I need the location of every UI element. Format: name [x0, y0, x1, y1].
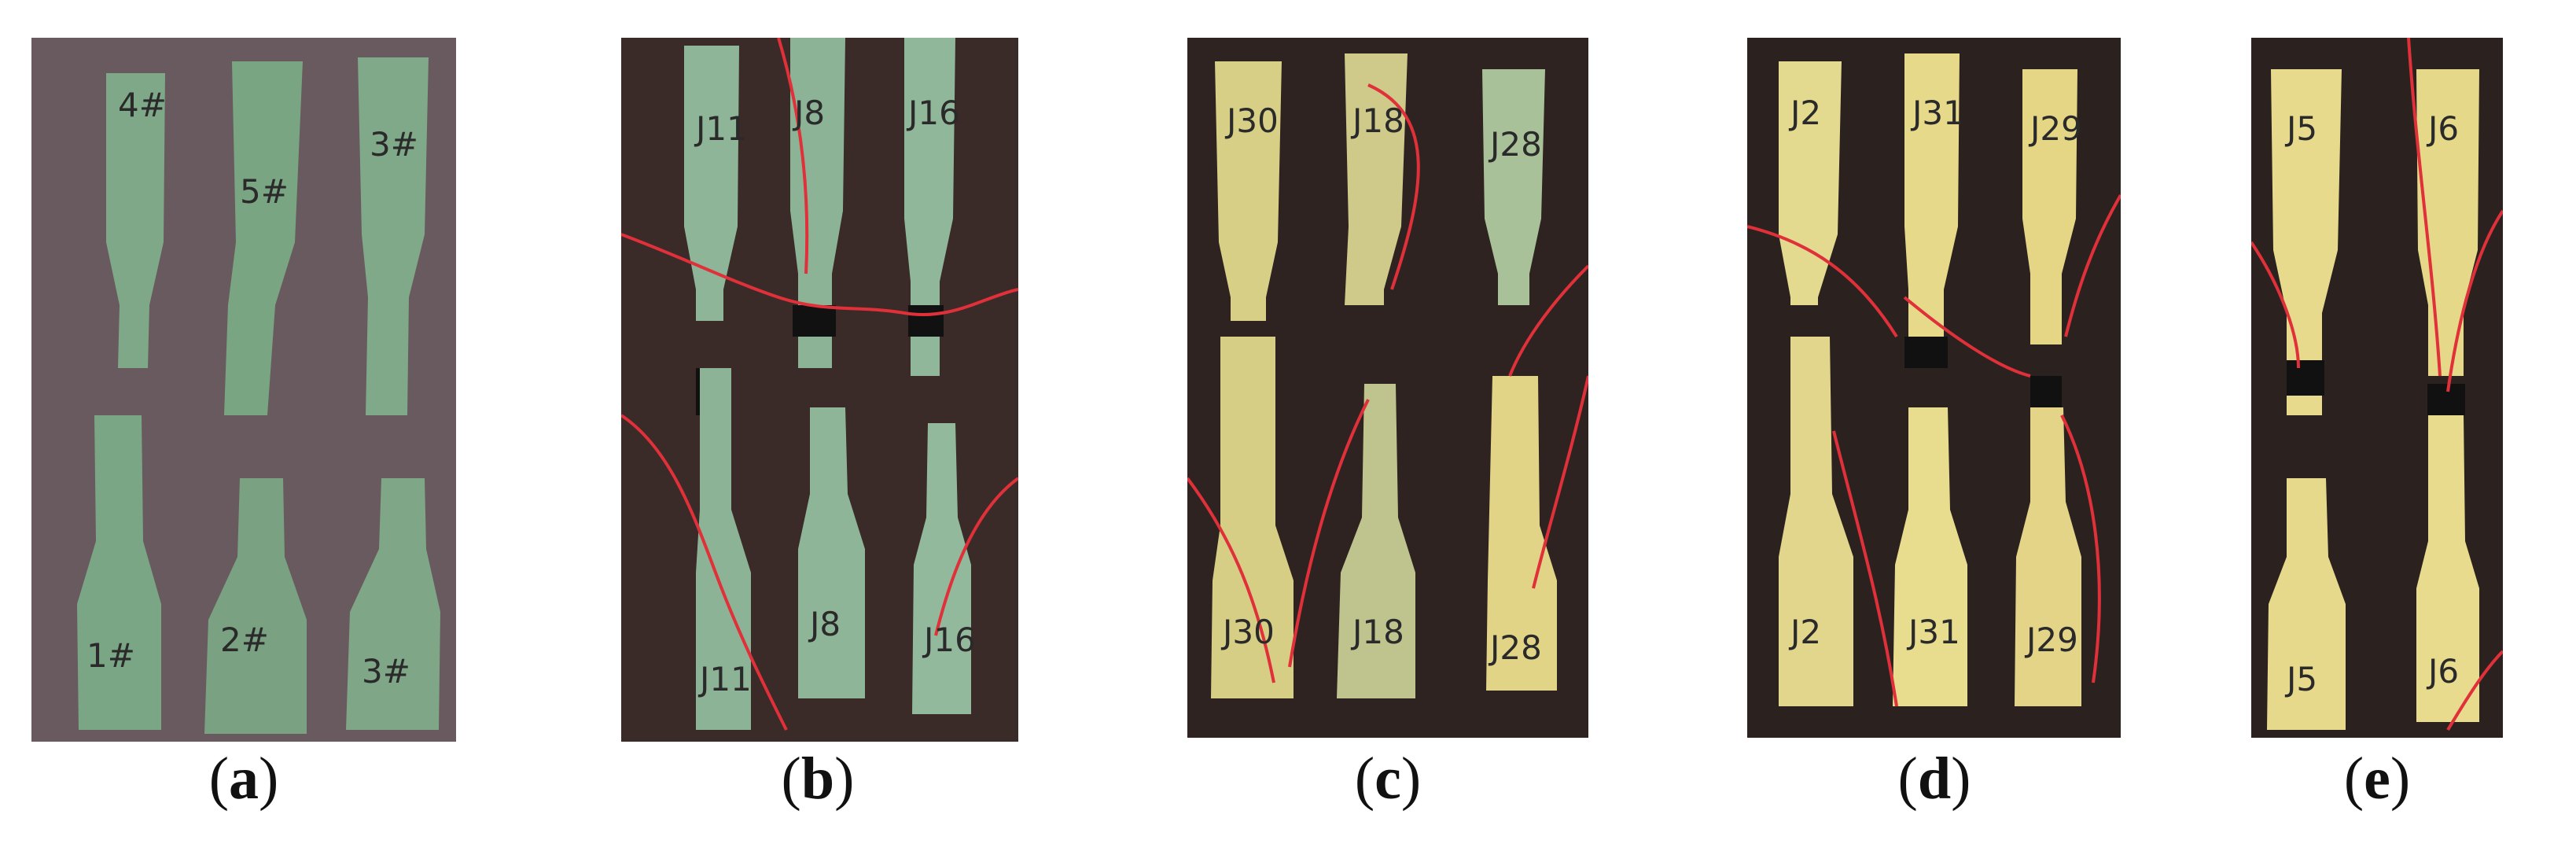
specimen-e-bottom-2	[2416, 415, 2479, 722]
caption-c: (c)	[1354, 746, 1422, 812]
specimen-label: J5	[2284, 660, 2317, 698]
wire-b-3	[934, 477, 1018, 636]
specimen-a-top-3	[358, 57, 429, 415]
specimen-b-top-2	[790, 38, 845, 368]
caption-letter-b: b	[800, 746, 835, 812]
photo-panel-a: 4# 5# 3# 1# 2# 3#	[31, 38, 456, 742]
photo-c-drawing: J30 J18 J28 J30 J18 J28	[1187, 38, 1588, 738]
specimen-label: J28	[1488, 628, 1542, 667]
specimen-label: J28	[1488, 125, 1542, 164]
specimen-label: J29	[2028, 109, 2082, 148]
caption-letter-a: a	[229, 746, 259, 812]
specimen-b-bottom-3	[912, 423, 971, 714]
specimen-a-bottom-2	[204, 478, 307, 734]
caption-b: (b)	[781, 746, 855, 812]
tape-e-2	[2427, 384, 2465, 415]
wire-b-1	[621, 233, 1018, 316]
specimen-label: J6	[2426, 109, 2459, 148]
wire-d-5	[2060, 414, 2101, 683]
specimen-label: 4#	[118, 86, 167, 124]
specimen-label: J18	[1350, 101, 1404, 140]
caption-d: (d)	[1897, 746, 1971, 812]
caption-letter-c: c	[1374, 746, 1401, 812]
photo-panel-b: J11 J8 J16 J11 J8 J16	[621, 38, 1018, 742]
specimen-label: J31	[1906, 613, 1960, 651]
specimen-d-bottom-1	[1779, 337, 1853, 706]
caption-letter-e: e	[2364, 746, 2390, 812]
specimen-b-bottom-1	[696, 368, 751, 730]
specimen-b-top-1	[684, 46, 739, 321]
photo-b-drawing: J11 J8 J16 J11 J8 J16	[621, 38, 1018, 742]
specimen-label: J31	[1910, 94, 1964, 132]
specimen-d-bottom-2	[1893, 407, 1967, 706]
tape-d-2	[1904, 337, 1948, 368]
specimen-label: J5	[2284, 109, 2317, 148]
specimen-c-top-3	[1482, 69, 1545, 305]
wire-e-3	[2446, 209, 2503, 392]
specimen-a-top-1	[106, 73, 165, 368]
specimen-label: J18	[1350, 613, 1404, 651]
specimen-c-top-1	[1215, 61, 1282, 321]
caption-a: (a)	[208, 746, 279, 812]
specimen-c-bottom-1	[1211, 337, 1294, 698]
specimen-d-top-2	[1904, 53, 1960, 352]
specimen-b-top-3	[904, 38, 955, 376]
wire-e-1	[2251, 241, 2300, 369]
wire-b-2	[621, 414, 788, 731]
tape-b-2	[793, 305, 836, 337]
specimen-label: J8	[808, 605, 841, 643]
specimen-label: 2#	[220, 621, 269, 659]
photo-d-drawing: J2 J31 J29 J2 J31 J29	[1747, 38, 2121, 738]
wire-d-4	[1832, 430, 1898, 707]
photo-panel-d: J2 J31 J29 J2 J31 J29	[1747, 38, 2121, 738]
specimen-label: J8	[792, 94, 825, 132]
wire-d-3	[2064, 193, 2121, 337]
specimen-label: J16	[922, 621, 976, 659]
wire-d-2	[1903, 296, 2031, 378]
wire-c-4	[1532, 375, 1588, 589]
caption-e: (e)	[2343, 746, 2411, 812]
wire-c-3	[1288, 399, 1370, 668]
wire-e-4	[2446, 650, 2503, 731]
specimen-label: J11	[694, 109, 748, 148]
specimen-b-bottom-2	[798, 407, 865, 698]
specimen-d-bottom-3	[2015, 407, 2081, 706]
photo-a-drawing: 4# 5# 3# 1# 2# 3#	[31, 38, 456, 742]
photo-panel-c: J30 J18 J28 J30 J18 J28	[1187, 38, 1588, 738]
specimen-label: 3#	[362, 652, 410, 691]
specimen-e-top-1	[2271, 69, 2342, 415]
specimen-label: J2	[1788, 94, 1821, 132]
wire-c-2	[1187, 477, 1275, 683]
wire-c-5	[1367, 83, 1420, 290]
wire-b-4	[777, 38, 809, 274]
caption-letter-d: d	[1917, 746, 1952, 812]
specimen-label: J11	[697, 660, 752, 698]
specimen-label: J29	[2024, 621, 2078, 659]
wire-e-2	[2407, 38, 2442, 377]
photo-panel-e: J5 J6 J5 J6	[2251, 38, 2503, 738]
specimen-e-bottom-1	[2267, 478, 2346, 730]
specimen-label: 5#	[240, 172, 289, 211]
specimen-a-bottom-1	[77, 415, 161, 730]
specimen-c-bottom-3	[1486, 376, 1557, 691]
specimen-a-bottom-3	[346, 478, 440, 730]
tape-d-3	[2030, 376, 2062, 411]
tape-e-1	[2287, 360, 2324, 396]
photo-e-drawing: J5 J6 J5 J6	[2251, 38, 2503, 738]
tape-b-3	[908, 305, 944, 337]
specimen-label: 1#	[86, 636, 135, 675]
specimen-c-bottom-2	[1337, 384, 1415, 698]
specimen-label: J2	[1788, 613, 1821, 651]
wire-c-1	[1508, 264, 1588, 377]
specimen-d-top-3	[2022, 69, 2077, 344]
specimen-label: J16	[906, 94, 960, 132]
specimen-label: 3#	[370, 125, 418, 164]
specimen-c-top-2	[1345, 53, 1408, 305]
wire-d-1	[1747, 225, 1898, 338]
specimen-a-top-2	[224, 61, 303, 415]
specimen-label: J6	[2426, 652, 2459, 691]
specimen-label: J30	[1220, 613, 1275, 651]
specimen-label: J30	[1224, 101, 1279, 140]
